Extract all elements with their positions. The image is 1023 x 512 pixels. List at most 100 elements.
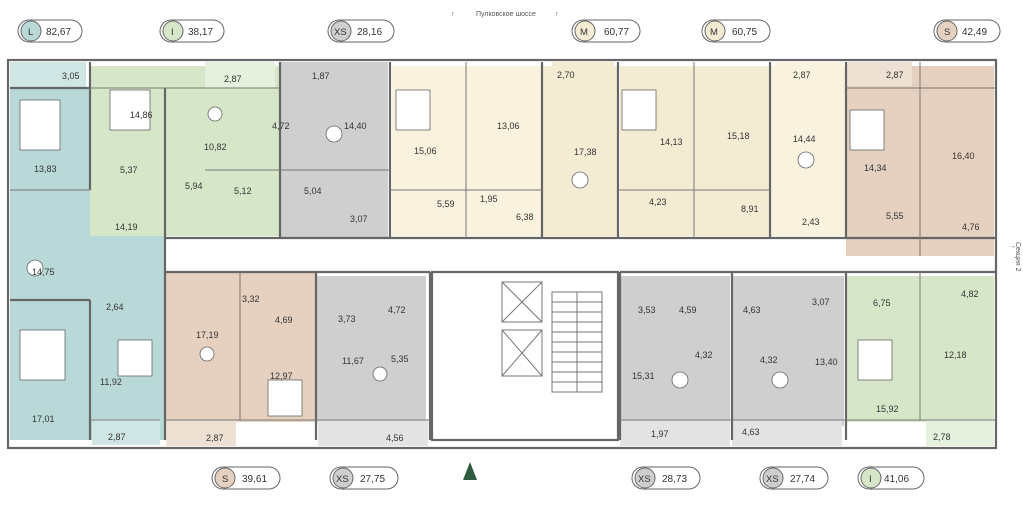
room-area: 15,31 [632,371,655,381]
room-area: 1,95 [480,194,498,204]
room-area: 12,97 [270,371,293,381]
apartment-XS-28-16[interactable] [280,62,388,238]
room-area: 4,72 [272,121,290,131]
room-area: 1,87 [312,71,330,81]
room-area: 2,87 [108,432,126,442]
badge-S[interactable]: S 39,61 [211,466,281,490]
room-area: 6,38 [516,212,534,222]
badge-area: 42,49 [962,27,987,38]
apartment-badges: L 82,67 I 38,17 XS 28,16 M 60,77 M 60,75 [17,19,1001,490]
room-area: 4,72 [388,305,406,315]
street-label-group: ↑ Пулковское шоссе ↑ [451,11,559,18]
room-area: 2,87 [793,70,811,80]
badge-I[interactable]: I 38,17 [159,19,225,43]
badge-XS[interactable]: XS 28,16 [327,19,395,43]
badge-area: 28,16 [357,27,382,38]
badge-XS[interactable]: XS 28,73 [631,466,701,490]
room-area: 3,53 [638,305,656,315]
room-area: 12,18 [944,350,967,360]
street-arrow-right-icon: ↑ [555,11,559,18]
room-area: 5,94 [185,181,203,191]
badge-type: M [580,27,588,38]
room-area: 4,56 [386,433,404,443]
room-area: 17,01 [32,414,55,424]
room-area: 3,05 [62,71,80,81]
badge-XS[interactable]: XS 27,75 [329,466,399,490]
badge-type: XS [336,474,349,485]
room-area: 14,34 [864,163,887,173]
street-arrow-left-icon: ↑ [451,11,455,18]
badge-type: XS [638,474,651,485]
apartment-M-60-77[interactable] [542,66,617,236]
badge-area: 28,73 [662,474,687,485]
room-area: 14,86 [130,110,153,120]
street-label: Пулковское шоссе [476,11,536,18]
badge-area: 27,74 [790,474,815,485]
room-area: 13,06 [497,121,520,131]
apartment-XS-27-74[interactable] [732,276,844,426]
room-area: 10,82 [204,142,227,152]
room-area: 5,37 [120,165,138,175]
room-area: 13,40 [815,357,838,367]
badge-type: I [171,27,174,38]
badge-type: S [222,474,228,485]
badge-type: M [710,27,718,38]
room-area: 11,92 [100,377,122,387]
badge-I[interactable]: I 41,06 [857,466,925,490]
section-label: Секция 2 [1014,242,1021,272]
badge-type: S [944,27,950,38]
room-area: 4,76 [962,222,980,232]
badge-type: XS [766,474,779,485]
badge-S[interactable]: S 42,49 [933,19,1001,43]
room-area: 5,12 [234,186,252,196]
room-area: 16,40 [952,151,975,161]
room-areas: 3,05 14,86 2,87 1,87 2,70 2,87 2,87 13,8… [32,70,980,443]
room-area: 1,97 [651,429,669,439]
room-area: 4,59 [679,305,697,315]
badge-area: 27,75 [360,474,385,485]
apartment-XS-28-73[interactable] [620,276,730,426]
room-area: 2,70 [557,70,575,80]
badge-area: 82,67 [46,27,71,38]
room-area: 13,83 [34,164,57,174]
badge-area: 60,77 [604,27,629,38]
room-area: 14,44 [793,134,816,144]
room-area: 14,19 [115,222,138,232]
room-area: 3,32 [242,294,260,304]
room-area: 4,63 [743,305,761,315]
room-area: 14,75 [32,267,55,277]
room-area: 4,82 [961,289,979,299]
room-area: 3,73 [338,314,356,324]
room-area: 8,91 [741,204,759,214]
room-area: 2,64 [106,302,124,312]
room-area: 14,40 [344,121,367,131]
room-area: 4,32 [695,350,713,360]
room-area: 2,87 [224,74,242,84]
badge-type: L [28,27,33,38]
room-area: 5,04 [304,186,322,196]
room-area: 17,38 [574,147,597,157]
badge-M[interactable]: M 60,75 [701,19,771,43]
badge-M[interactable]: M 60,77 [571,19,641,43]
elevator-2 [501,329,543,377]
badge-L[interactable]: L 82,67 [17,19,83,43]
room-area: 4,69 [275,315,293,325]
room-area: 6,75 [873,298,891,308]
badge-XS[interactable]: XS 27,74 [759,466,829,490]
north-arrow-icon [463,462,477,480]
room-area: 14,13 [660,137,683,147]
elevator-1 [501,281,543,323]
room-area: 11,67 [342,356,364,366]
room-area: 15,92 [876,404,899,414]
room-area: 4,63 [742,427,760,437]
apartment-XS-27-75[interactable] [316,276,426,422]
room-area: 2,87 [886,70,904,80]
room-area: 2,87 [206,433,224,443]
badge-type: XS [334,27,347,38]
furniture [19,89,893,417]
room-area: 4,23 [649,197,667,207]
badge-area: 60,75 [732,27,757,38]
room-area: 3,07 [350,214,368,224]
room-area: 4,32 [760,355,778,365]
